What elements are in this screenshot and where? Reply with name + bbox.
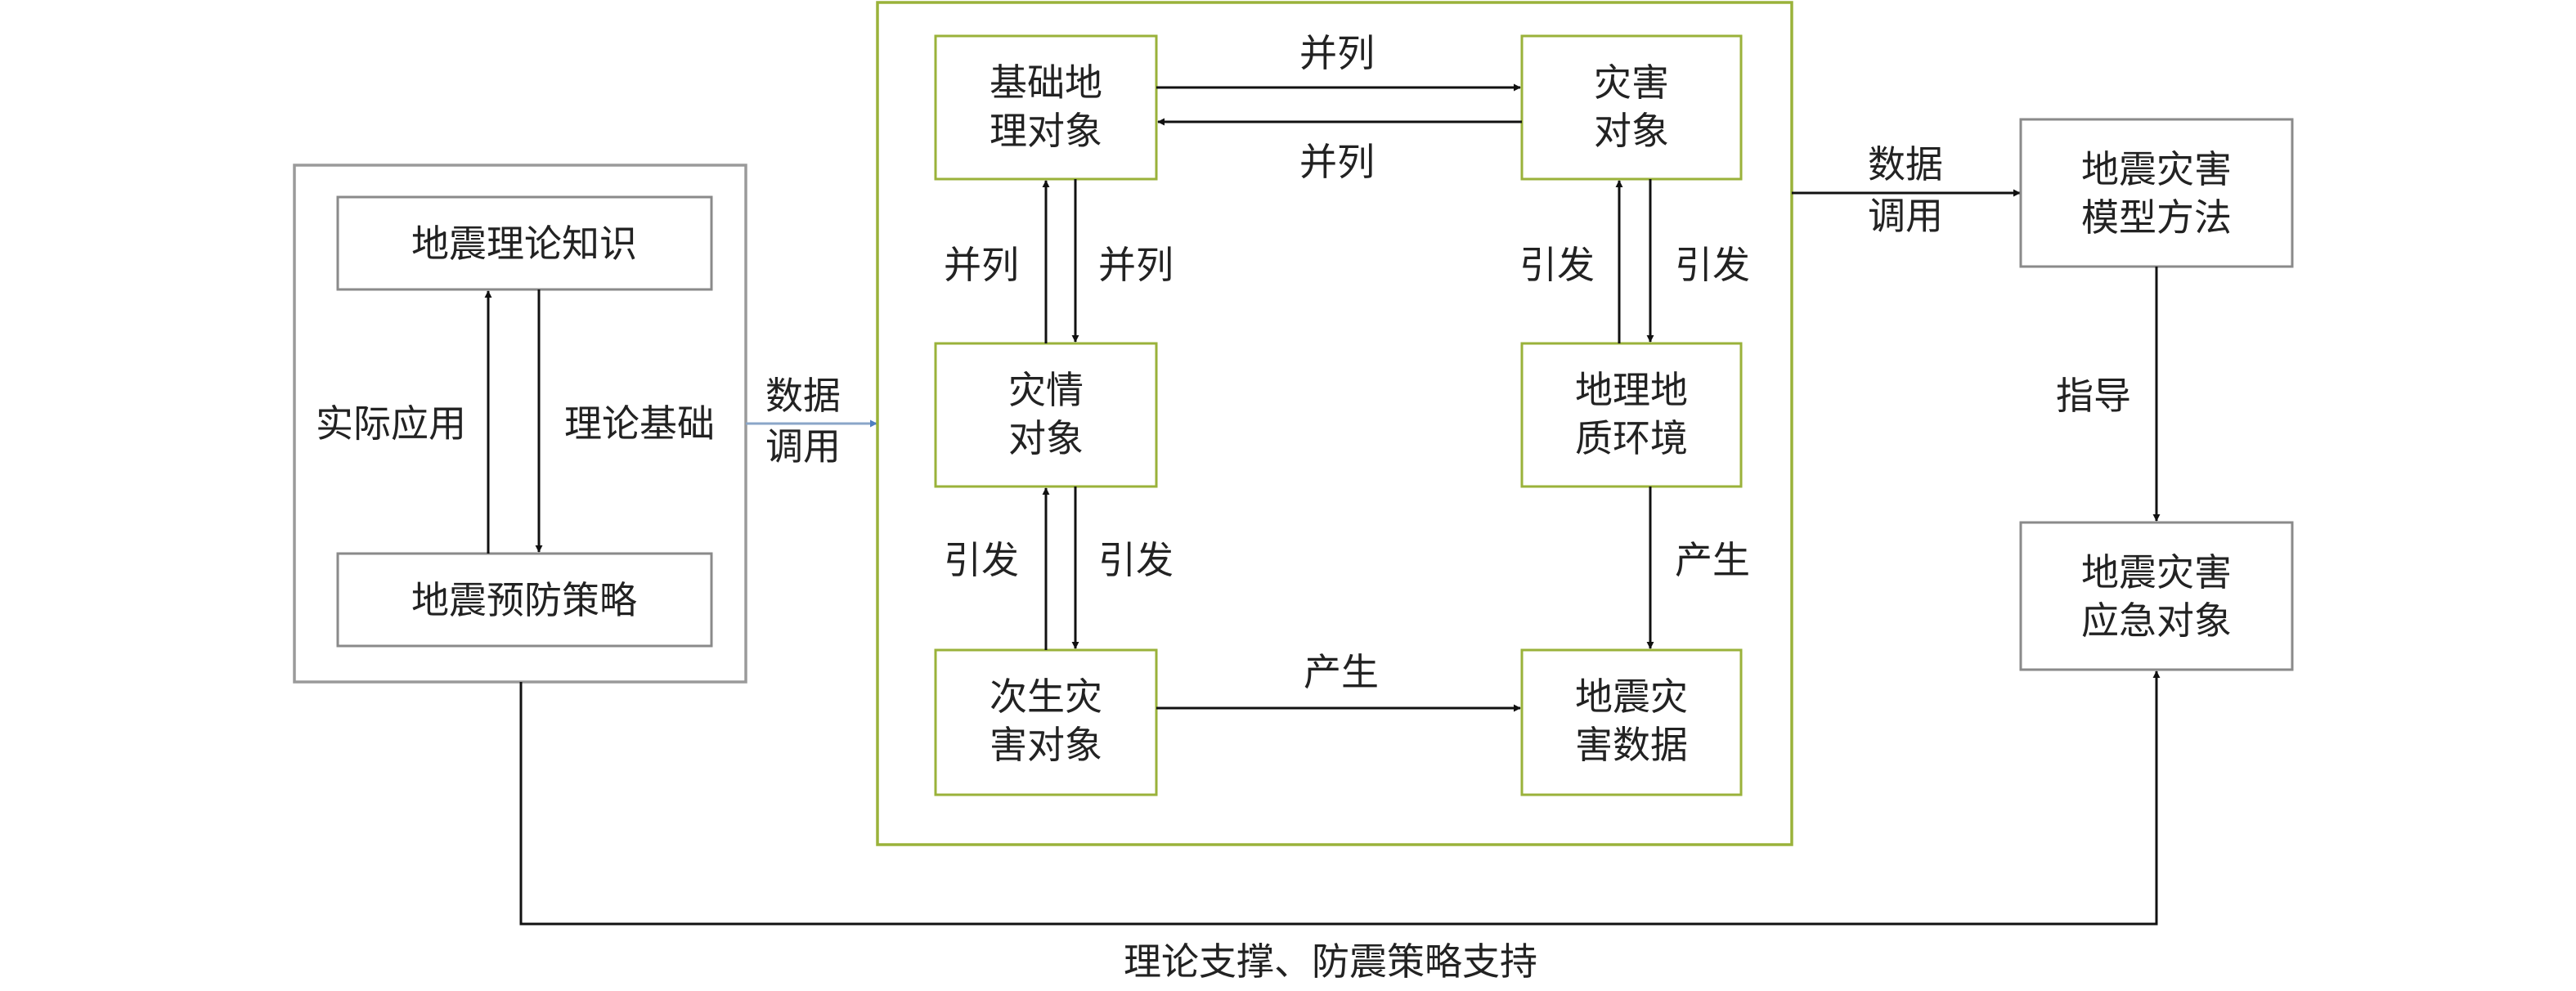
edge-label-parallel-top-2: 并列 [1299, 140, 1375, 184]
edge-label-produce-right: 产生 [1675, 538, 1750, 582]
node-geo-environment-label-1: 地理地 [1575, 368, 1688, 412]
node-disaster-model-method: 地震灾害 模型方法 [2019, 118, 2294, 268]
node-disaster-object-label-1: 灾害 [1594, 61, 1669, 105]
edge-label-practical-application: 实际应用 [316, 401, 466, 446]
node-prevention-strategy: 地震预防策略 [336, 552, 713, 648]
edge-label-trigger-left-down: 引发 [1098, 538, 1174, 582]
node-emergency-object-label-2: 应急对象 [2081, 599, 2232, 643]
node-secondary-disaster-object-label-2: 害对象 [990, 723, 1102, 767]
edge-label-produce-bottom: 产生 [1304, 650, 1379, 694]
node-geo-environment: 地理地 质环境 [1520, 342, 1743, 488]
edge-label-parallel-top-1: 并列 [1299, 31, 1375, 75]
node-theory-knowledge-label: 地震理论知识 [411, 222, 637, 266]
node-basic-geo-object: 基础地 理对象 [934, 34, 1158, 181]
node-emergency-object-label-1: 地震灾害 [2081, 550, 2232, 594]
edge-label-data-call-right-1: 数据 [1868, 142, 1943, 186]
edge-label-parallel-left-down: 并列 [1098, 243, 1174, 287]
edge-label-trigger-left-up: 引发 [944, 538, 1019, 582]
node-quake-disaster-data: 地震灾 害数据 [1520, 648, 1743, 796]
edge-label-trigger-right-up: 引发 [1519, 243, 1595, 287]
edge-label-guide: 指导 [2056, 374, 2131, 418]
edge-label-theoretical-basis: 理论基础 [564, 401, 715, 446]
node-basic-geo-object-label-2: 理对象 [990, 109, 1102, 153]
node-geo-environment-label-2: 质环境 [1575, 416, 1688, 460]
node-secondary-disaster-object: 次生灾 害对象 [934, 648, 1158, 796]
node-disaster-model-method-label-1: 地震灾害 [2081, 147, 2232, 191]
edge-label-data-call-left-1: 数据 [765, 374, 841, 418]
edge-label-trigger-right-down: 引发 [1675, 243, 1750, 287]
node-disaster-situation-object-label-2: 对象 [1008, 416, 1084, 460]
node-basic-geo-object-label-1: 基础地 [990, 61, 1102, 105]
edge-label-data-call-right-2: 调用 [1868, 194, 1943, 238]
node-disaster-situation-object: 灾情 对象 [934, 342, 1158, 488]
edge-label-parallel-left-up: 并列 [944, 243, 1019, 287]
node-disaster-situation-object-label-1: 灾情 [1008, 368, 1084, 412]
node-disaster-object: 灾害 对象 [1520, 34, 1743, 181]
edge-label-bottom-support: 理论支撑、防震策略支持 [1124, 939, 1537, 984]
node-emergency-object: 地震灾害 应急对象 [2019, 521, 2294, 671]
center-group-frame [876, 1, 1793, 846]
node-theory-knowledge: 地震理论知识 [336, 195, 713, 291]
edge-label-data-call-left-2: 调用 [765, 424, 841, 469]
edge-bottom-support [519, 670, 2161, 926]
node-quake-disaster-data-label-1: 地震灾 [1575, 675, 1688, 719]
node-disaster-object-label-2: 对象 [1594, 109, 1669, 153]
node-secondary-disaster-object-label-1: 次生灾 [990, 675, 1102, 719]
node-prevention-strategy-label: 地震预防策略 [411, 578, 637, 622]
node-disaster-model-method-label-2: 模型方法 [2081, 195, 2232, 240]
node-quake-disaster-data-label-2: 害数据 [1575, 723, 1688, 767]
